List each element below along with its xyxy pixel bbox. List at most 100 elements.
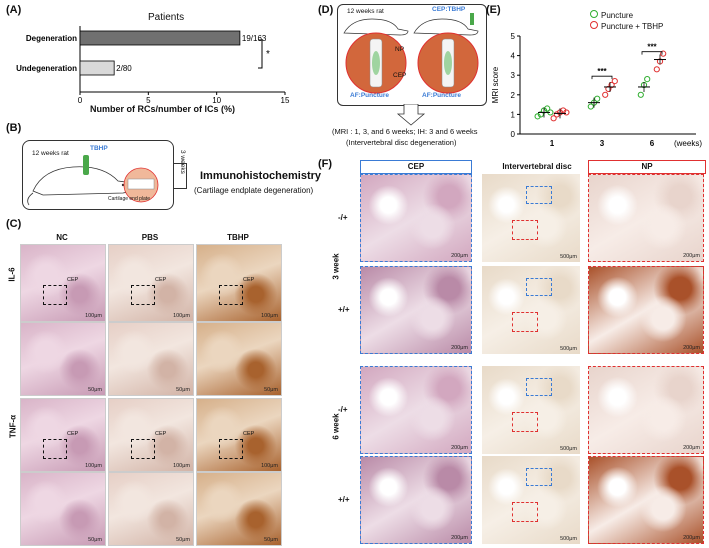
disc-micrograph: 200μm: [360, 456, 472, 544]
np-region-box: [512, 220, 538, 240]
e-y-label: MRI score: [491, 66, 500, 103]
zoom-region-box: [43, 439, 67, 459]
legend-green-marker: [590, 10, 598, 18]
e-point: [534, 113, 541, 120]
e-point: [587, 103, 594, 110]
panel-b-box: [22, 140, 174, 210]
e-point: [537, 111, 544, 118]
scale-bar-label: 100μm: [173, 463, 190, 469]
disc-illustration: [343, 13, 479, 94]
disc-micrograph: 500μm: [482, 174, 580, 262]
ihc-micrograph: 100μm CEP: [108, 244, 194, 322]
panel-c-row-il6: IL-6: [7, 267, 17, 282]
cep-label: CEP: [155, 277, 167, 283]
a-sig-star: *: [266, 49, 270, 60]
cep-region-box: [526, 278, 552, 296]
panel-e-legend-1: Puncture: [590, 10, 633, 20]
panel-f-week3: 3 week: [331, 253, 341, 280]
e-y-tick-label: 3: [511, 71, 516, 80]
panel-d-box: [337, 4, 487, 106]
panel-c-col-pbs: PBS: [141, 233, 159, 242]
e-point: [653, 66, 660, 73]
e-point: [602, 91, 609, 98]
panel-b-weeks: 3 weeks: [179, 150, 186, 174]
a-bar-0: [79, 30, 241, 46]
disc-micrograph: 500μm: [482, 366, 580, 454]
disc-micrograph: 200μm: [360, 174, 472, 262]
panel-f-col-np: NP: [588, 160, 706, 174]
a-bar-category: Undegeneration: [16, 64, 77, 73]
scale-bar-label: 200μm: [451, 535, 468, 541]
e-y-tick-label: 2: [511, 91, 516, 100]
cep-label: CEP: [243, 431, 255, 437]
e-point: [550, 115, 557, 122]
cep-region-box: [526, 468, 552, 486]
np-region-box: [512, 412, 538, 432]
scale-bar-label: 100μm: [261, 463, 278, 469]
scale-bar-label: 200μm: [451, 253, 468, 259]
e-sig-stars: ***: [597, 67, 607, 76]
a-x-tick-label: 10: [212, 96, 221, 104]
panel-a-xlabel: Number of RCs/number of ICs (%): [90, 104, 236, 114]
e-point: [608, 81, 615, 89]
scale-bar-label: 200μm: [683, 445, 700, 451]
e-sig-bracket: [591, 75, 613, 80]
scale-bar-label: 500μm: [560, 346, 577, 352]
panel-d-note2: (Intervertebral disc degeneration): [346, 138, 457, 147]
panel-d-af2: AF:Puncture: [422, 92, 461, 99]
e-y-tick-label: 0: [511, 130, 516, 139]
scale-bar-label: 200μm: [451, 445, 468, 451]
panel-b-result-sub: (Cartilage endplate degeneration): [194, 186, 314, 195]
panel-c-col-nc: NC: [56, 233, 68, 242]
legend-red-marker: [590, 21, 598, 29]
a-bar-annotation: 2/80: [116, 64, 132, 73]
cep-region-box: [526, 378, 552, 396]
panel-d-label: (D): [318, 4, 334, 16]
cep-label: CEP: [243, 277, 255, 283]
ihc-micrograph: 50μm: [196, 322, 282, 396]
scale-bar-label: 100μm: [173, 313, 190, 319]
disc-micrograph: 200μm: [588, 266, 704, 354]
panel-f-row-label: -/+: [338, 405, 348, 414]
scale-bar-label: 500μm: [560, 536, 577, 542]
scale-bar-label: 500μm: [560, 254, 577, 260]
e-point: [605, 85, 612, 93]
e-sig-bracket: [641, 51, 663, 55]
panel-f-col-disc: Intervertebral disc: [502, 162, 572, 171]
ihc-micrograph: 50μm: [20, 472, 106, 546]
disc-micrograph: 200μm: [588, 174, 704, 262]
a-bar-1: [79, 60, 115, 76]
panel-d-note1: (MRI : 1, 3, and 6 weeks; IH: 3 and 6 we…: [332, 127, 478, 136]
disc-micrograph: 200μm: [360, 266, 472, 354]
panel-d-np: NP: [395, 46, 405, 53]
e-point: [660, 50, 667, 57]
panel-f-row-label: -/+: [338, 213, 348, 222]
panel-b-result: Immunohistochemistry: [200, 170, 322, 182]
e-y-tick-label: 4: [511, 52, 516, 61]
disc-micrograph: 500μm: [482, 456, 580, 544]
a-bar-category: Degeneration: [26, 34, 77, 43]
rat-illustration: [27, 155, 159, 206]
panel-f-row-label: +/+: [338, 305, 350, 314]
ihc-micrograph: 100μm CEP: [196, 398, 282, 472]
panel-c-col-tbhp: TBHP: [227, 233, 249, 242]
a-bar-annotation: 19/163: [242, 34, 267, 43]
zoom-region-box: [131, 439, 155, 459]
scale-bar-label: 100μm: [85, 463, 102, 469]
e-point: [563, 109, 570, 116]
disc-micrograph: 200μm: [360, 366, 472, 454]
ihc-micrograph: 50μm: [108, 472, 194, 546]
zoom-region-box: [219, 439, 243, 459]
disc-micrograph: 500μm: [482, 266, 580, 354]
zoom-region-box: [219, 285, 243, 305]
ihc-micrograph: 50μm: [108, 322, 194, 396]
panel-f-row-label: +/+: [338, 495, 350, 504]
scale-bar-label: 100μm: [85, 313, 102, 319]
panel-e-legend-2: Puncture + TBHP: [590, 21, 663, 31]
scale-bar-label: 500μm: [560, 446, 577, 452]
e-y-tick-label: 5: [511, 32, 516, 41]
e-x-tick-label: 1: [550, 139, 555, 148]
